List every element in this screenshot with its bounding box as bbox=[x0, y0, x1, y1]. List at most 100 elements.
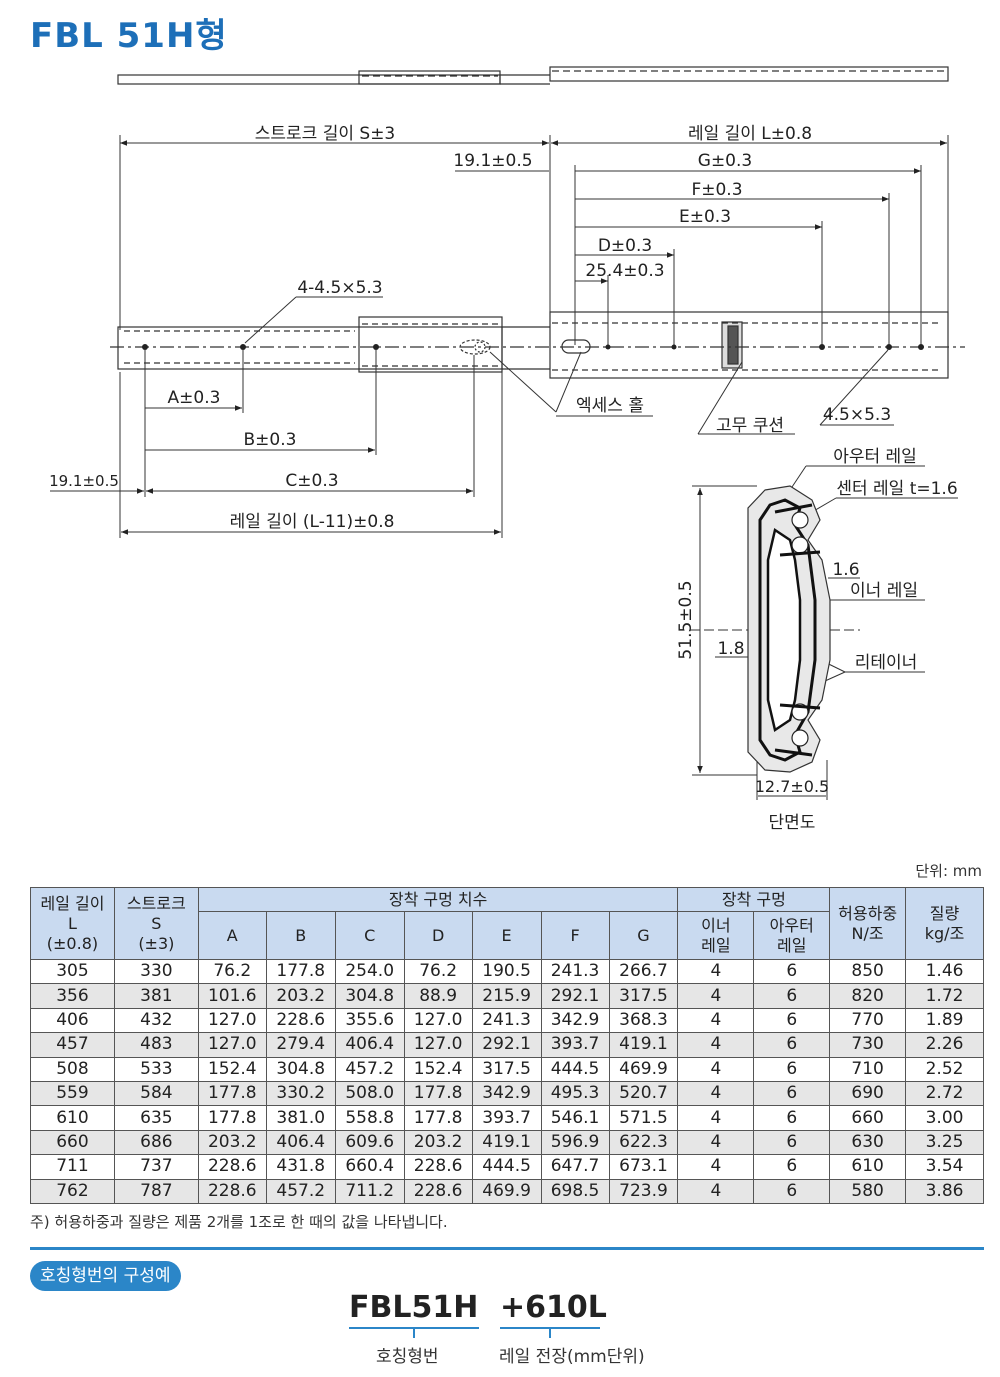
header-mount-dims: 장착 구멍 치수 bbox=[197, 887, 679, 912]
table-cell: 381 bbox=[113, 983, 199, 1009]
table-cell: 127.0 bbox=[197, 1032, 267, 1058]
table-cell: 419.1 bbox=[471, 1129, 542, 1156]
table-cell: 609.6 bbox=[334, 1129, 405, 1156]
table-cell: 698.5 bbox=[540, 1178, 610, 1204]
table-cell: 622.3 bbox=[608, 1129, 679, 1156]
table-cell: 4 bbox=[677, 1129, 755, 1156]
table-cell: 406 bbox=[30, 1007, 115, 1034]
slot-label: 4.5×5.3 bbox=[823, 405, 891, 425]
table-cell: 431.8 bbox=[265, 1154, 336, 1180]
table-cell: 317.5 bbox=[608, 983, 679, 1009]
table-cell: 457.2 bbox=[334, 1056, 405, 1082]
footnote: 주) 허용하중과 질량은 제품 2개를 1조로 한 때의 값을 나타냅니다. bbox=[30, 1213, 448, 1231]
table-cell: 660.4 bbox=[334, 1154, 405, 1180]
table-cell: 647.7 bbox=[540, 1154, 610, 1180]
table-cell: 820 bbox=[829, 983, 907, 1009]
section-caption: 단면도 bbox=[769, 813, 816, 833]
header-mount-holes: 장착 구멍 bbox=[677, 887, 831, 912]
table-cell: 6 bbox=[753, 1129, 831, 1156]
table-cell: 730 bbox=[829, 1032, 907, 1058]
table-cell: 254.0 bbox=[334, 958, 405, 985]
table-cell: 177.8 bbox=[197, 1080, 267, 1107]
table-cell: 101.6 bbox=[197, 983, 267, 1009]
table-cell: 342.9 bbox=[540, 1007, 610, 1034]
table-cell: 127.0 bbox=[403, 1007, 473, 1034]
table-cell: 673.1 bbox=[608, 1154, 679, 1180]
table-cell: 6 bbox=[753, 1154, 831, 1180]
table-cell: 635 bbox=[113, 1105, 199, 1131]
table-cell: 88.9 bbox=[403, 983, 473, 1009]
table-cell: 610 bbox=[30, 1105, 115, 1131]
table-cell: 6 bbox=[753, 1105, 831, 1131]
table-cell: 228.6 bbox=[265, 1007, 336, 1034]
table-cell: 203.2 bbox=[265, 983, 336, 1009]
table-cell: 152.4 bbox=[403, 1056, 473, 1082]
dim-19-bottom: 19.1±0.5 bbox=[49, 472, 119, 490]
table-cell: 660 bbox=[30, 1129, 115, 1156]
table-cell: 292.1 bbox=[471, 1032, 542, 1058]
header-col: F bbox=[540, 911, 610, 960]
header-col: E bbox=[471, 911, 542, 960]
table-cell: 710 bbox=[829, 1056, 907, 1082]
table-cell: 508.0 bbox=[334, 1080, 405, 1107]
table-cell: 444.5 bbox=[471, 1154, 542, 1180]
table-cell: 432 bbox=[113, 1007, 199, 1034]
table-cell: 580 bbox=[829, 1178, 907, 1204]
table-cell: 546.1 bbox=[540, 1105, 610, 1131]
hole-label: 4-4.5×5.3 bbox=[297, 278, 382, 298]
table-cell: 850 bbox=[829, 958, 907, 985]
rail-inner-length-label: 레일 길이 (L-11)±0.8 bbox=[230, 512, 395, 532]
dim-b: B±0.3 bbox=[244, 430, 297, 450]
table-cell: 177.8 bbox=[403, 1080, 473, 1107]
table-cell: 203.2 bbox=[197, 1129, 267, 1156]
table-cell: 660 bbox=[829, 1105, 907, 1131]
header-col: B bbox=[265, 911, 336, 960]
dim-f: F±0.3 bbox=[691, 180, 742, 200]
table-cell: 368.3 bbox=[608, 1007, 679, 1034]
table-cell: 152.4 bbox=[197, 1056, 267, 1082]
table-cell: 559 bbox=[30, 1080, 115, 1107]
table-cell: 686 bbox=[113, 1129, 199, 1156]
table-cell: 711.2 bbox=[334, 1178, 405, 1204]
rail-length-label: 레일 길이 L±0.8 bbox=[688, 124, 812, 144]
table-cell: 330 bbox=[113, 958, 199, 985]
table-cell: 787 bbox=[113, 1178, 199, 1204]
table-cell: 483 bbox=[113, 1032, 199, 1058]
table-cell: 304.8 bbox=[334, 983, 405, 1009]
table-cell: 4 bbox=[677, 1154, 755, 1180]
table-cell: 723.9 bbox=[608, 1178, 679, 1204]
table-cell: 584 bbox=[113, 1080, 199, 1107]
table-cell: 711 bbox=[30, 1154, 115, 1180]
stroke-length-label: 스트로크 길이 S±3 bbox=[255, 124, 396, 144]
thickness-16: 1.6 bbox=[832, 560, 859, 580]
table-cell: 6 bbox=[753, 983, 831, 1009]
table-cell: 571.5 bbox=[608, 1105, 679, 1131]
table-cell: 393.7 bbox=[471, 1105, 542, 1131]
table-cell: 6 bbox=[753, 1032, 831, 1058]
table-cell: 406.4 bbox=[265, 1129, 336, 1156]
table-cell: 6 bbox=[753, 1056, 831, 1082]
dim-d: D±0.3 bbox=[598, 236, 652, 256]
table-cell: 3.00 bbox=[905, 1105, 984, 1131]
table-cell: 533 bbox=[113, 1056, 199, 1082]
table-cell: 610 bbox=[829, 1154, 907, 1180]
table-cell: 4 bbox=[677, 983, 755, 1009]
table-cell: 305 bbox=[30, 958, 115, 985]
table-cell: 508 bbox=[30, 1056, 115, 1082]
inner-rail-label: 이너 레일 bbox=[850, 581, 918, 601]
table-cell: 520.7 bbox=[608, 1080, 679, 1107]
length-code-tick bbox=[549, 1327, 551, 1338]
table-cell: 4 bbox=[677, 1056, 755, 1082]
table-cell: 228.6 bbox=[403, 1178, 473, 1204]
table-cell: 457.2 bbox=[265, 1178, 336, 1204]
header-col: G bbox=[608, 911, 679, 960]
table-cell: 127.0 bbox=[403, 1032, 473, 1058]
